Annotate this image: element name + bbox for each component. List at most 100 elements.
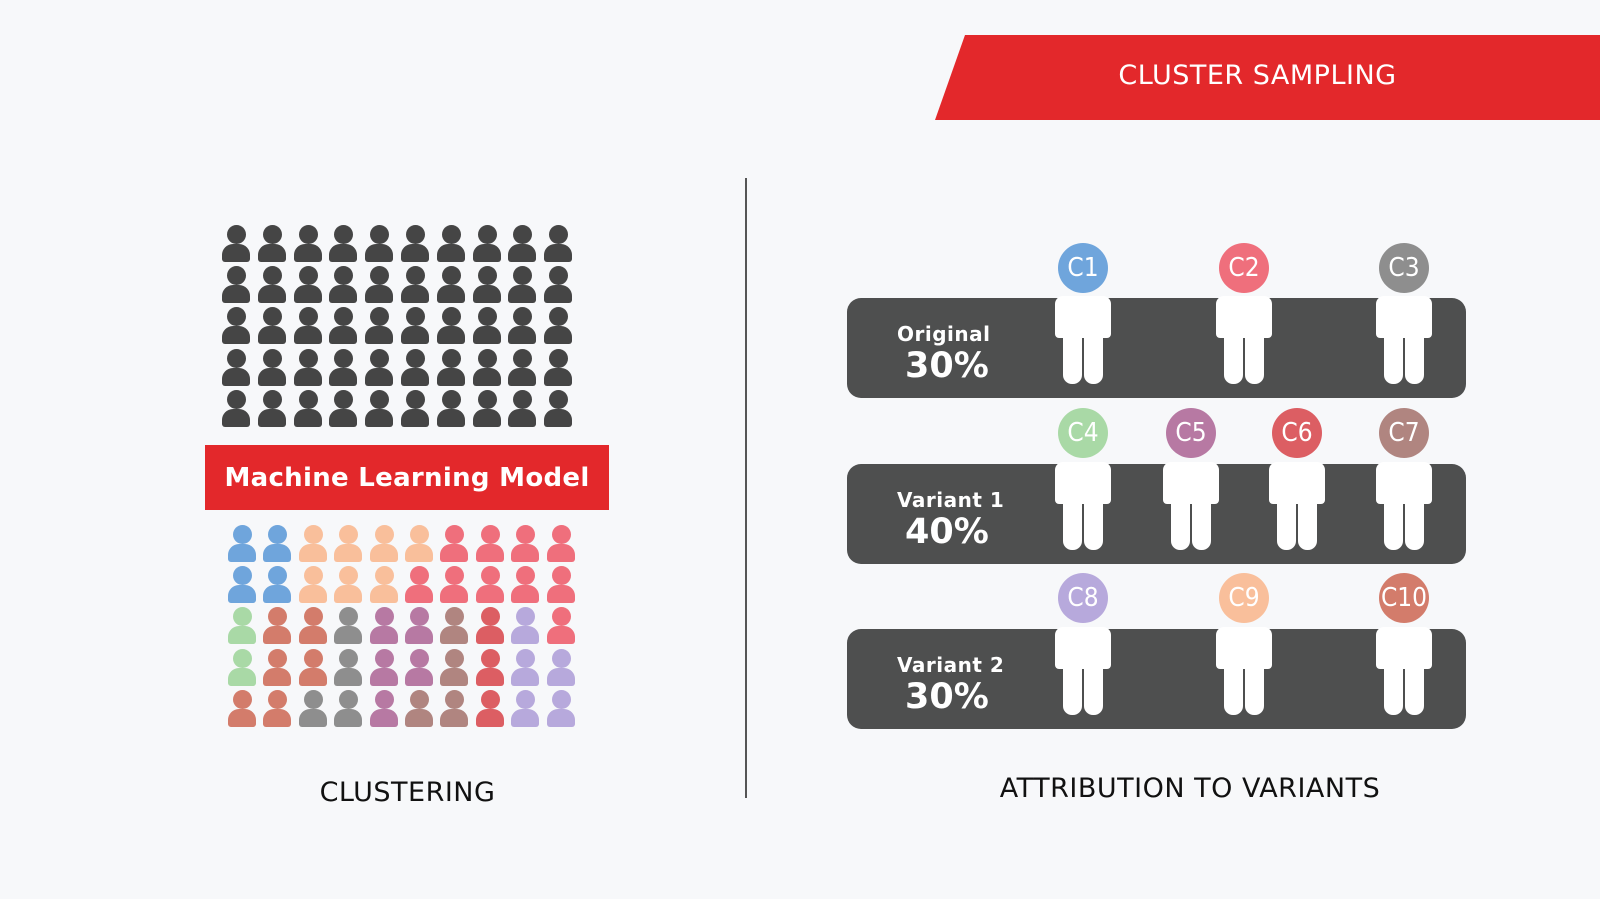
person-icon xyxy=(292,225,322,263)
person-icon xyxy=(292,266,322,304)
person-icon xyxy=(261,689,292,728)
person-icon xyxy=(256,389,286,428)
person-icon xyxy=(403,689,433,728)
person-icon xyxy=(327,348,358,387)
section-divider xyxy=(745,178,747,798)
person-icon xyxy=(438,525,469,563)
variant-label: Variant 1 xyxy=(897,488,1005,512)
variant-bar-original: Original 30% xyxy=(847,298,1466,398)
person-icon xyxy=(509,648,540,687)
person-icon xyxy=(509,525,540,563)
person-icon xyxy=(506,225,537,263)
person-icon xyxy=(474,607,504,645)
clustered-population xyxy=(226,525,586,731)
person-icon xyxy=(435,225,465,263)
person-icon xyxy=(399,307,429,345)
person-icon xyxy=(506,389,537,428)
person-icon xyxy=(226,648,256,687)
person-icon xyxy=(363,348,394,387)
cluster-figure-icon xyxy=(1269,462,1325,550)
title-banner xyxy=(935,35,1600,120)
clustering-caption: CLUSTERING xyxy=(319,777,496,808)
person-icon xyxy=(506,307,537,345)
person-icon xyxy=(368,607,398,645)
person-icon xyxy=(542,225,573,263)
cluster-figure-icon xyxy=(1055,462,1111,550)
person-icon xyxy=(438,689,469,728)
person-icon xyxy=(403,525,433,563)
person-icon xyxy=(327,389,358,428)
person-icon xyxy=(509,689,540,728)
person-icon xyxy=(506,348,537,387)
person-icon xyxy=(545,689,575,728)
person-icon xyxy=(332,566,363,604)
cluster-badge-c6: C6 xyxy=(1272,408,1322,458)
person-icon xyxy=(399,348,429,387)
cluster-badge-c1: C1 xyxy=(1058,243,1108,293)
person-icon xyxy=(332,525,363,563)
person-icon xyxy=(438,607,469,645)
person-icon xyxy=(399,266,429,304)
person-icon xyxy=(471,266,501,304)
person-icon xyxy=(261,525,292,563)
person-icon xyxy=(435,266,465,304)
person-icon xyxy=(471,307,501,345)
person-icon xyxy=(403,607,433,645)
person-icon xyxy=(220,307,250,345)
ml-model-band: Machine Learning Model xyxy=(205,445,609,510)
variant-bar-variant-2: Variant 2 30% xyxy=(847,629,1466,729)
person-icon xyxy=(474,689,504,728)
person-icon xyxy=(332,607,363,645)
person-icon xyxy=(368,525,398,563)
variant-label: Variant 2 xyxy=(897,653,1005,677)
variant-bar-variant-1: Variant 1 40% xyxy=(847,464,1466,564)
person-icon xyxy=(471,225,501,263)
person-icon xyxy=(509,607,540,645)
person-icon xyxy=(435,348,465,387)
variant-percent: 40% xyxy=(905,512,989,552)
person-icon xyxy=(327,266,358,304)
person-icon xyxy=(403,648,433,687)
cluster-badge-c3: C3 xyxy=(1379,243,1429,293)
cluster-figure-icon xyxy=(1376,462,1432,550)
person-icon xyxy=(471,389,501,428)
person-icon xyxy=(506,266,537,304)
person-icon xyxy=(363,225,394,263)
cluster-badge-c10: C10 xyxy=(1379,573,1429,623)
person-icon xyxy=(363,307,394,345)
cluster-figure-icon xyxy=(1376,627,1432,715)
person-icon xyxy=(509,566,540,604)
page-title: CLUSTER SAMPLING xyxy=(1118,60,1397,91)
person-icon xyxy=(226,566,256,604)
cluster-badge-c5: C5 xyxy=(1166,408,1216,458)
person-icon xyxy=(327,307,358,345)
person-icon xyxy=(435,389,465,428)
variant-percent: 30% xyxy=(905,677,989,717)
person-icon xyxy=(435,307,465,345)
person-icon xyxy=(399,389,429,428)
person-icon xyxy=(542,389,573,428)
person-icon xyxy=(368,689,398,728)
person-icon xyxy=(542,266,573,304)
person-icon xyxy=(226,689,256,728)
person-icon xyxy=(403,566,433,604)
variant-label: Original xyxy=(897,322,991,346)
person-icon xyxy=(474,648,504,687)
cluster-badge-c4: C4 xyxy=(1058,408,1108,458)
person-icon xyxy=(220,266,250,304)
population-crowd xyxy=(220,225,580,431)
person-icon xyxy=(297,566,327,604)
person-icon xyxy=(332,689,363,728)
person-icon xyxy=(368,648,398,687)
person-icon xyxy=(542,348,573,387)
person-icon xyxy=(256,348,286,387)
person-icon xyxy=(545,607,575,645)
person-icon xyxy=(399,225,429,263)
person-icon xyxy=(261,566,292,604)
person-icon xyxy=(545,648,575,687)
person-icon xyxy=(261,607,292,645)
person-icon xyxy=(292,389,322,428)
person-icon xyxy=(545,566,575,604)
person-icon xyxy=(220,225,250,263)
cluster-badge-c7: C7 xyxy=(1379,408,1429,458)
